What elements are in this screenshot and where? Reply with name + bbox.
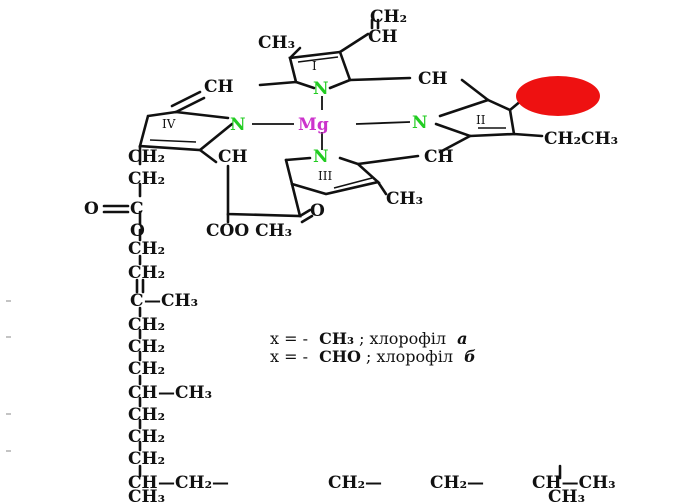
vinyl-ch2-label: CH₂ [370, 7, 407, 27]
phytyl-ch2-1: CH₂ [128, 239, 165, 259]
phytyl-ch2-5: CH₂ [128, 337, 165, 357]
edge-ticks [6, 300, 11, 452]
ring-four-ch-label: CH [218, 147, 248, 167]
legend-a-letter: a [457, 329, 467, 348]
nitrogen-ring-one: N [313, 79, 329, 99]
chain-bonds [102, 144, 562, 480]
ring-four-label: IV [162, 117, 176, 131]
methyl-ring-three-label: CH₃ [386, 189, 423, 209]
terminal-ch3-right: CH₃ [548, 487, 585, 503]
nitrogen-ring-three: N [313, 147, 329, 167]
methyl-top-label: CH₃ [258, 33, 295, 53]
phytyl-ch-11: CH [128, 473, 158, 493]
ethyl-label: CH₂CH₃ [544, 129, 618, 149]
phytyl-methyl-7: —CH₃ [158, 383, 212, 403]
ketone-oxygen-label: O [310, 201, 325, 221]
legend-b-group: CHO [319, 347, 361, 366]
legend-a-mid: ; хлорофіл [359, 329, 446, 348]
tail-ch2-3: CH₂— [430, 473, 484, 493]
tail-ch2-2: CH₂— [328, 473, 382, 493]
nitrogen-ring-four: N [230, 115, 246, 135]
phytyl-ch2-6: CH₂ [128, 359, 165, 379]
phytyl-ch-7: CH [128, 383, 158, 403]
phytyl-methyl-3: —CH₃ [144, 291, 198, 311]
magnesium-atom: Mg [298, 115, 329, 135]
ester-group-label: COO CH₃ [206, 221, 292, 241]
chain-ch2-2: CH₂ [128, 169, 165, 189]
phytyl-ch2-9: CH₂ [128, 427, 165, 447]
terminal-ch3-left: CH₃ [128, 487, 165, 503]
legend: x = - CH₃ ; хлорофіл a x = - CHO ; хлоро… [270, 329, 476, 366]
ring-two-label: II [476, 113, 486, 127]
phytyl-ch2-8: CH₂ [128, 405, 165, 425]
legend-a-prefix: x = - [270, 329, 308, 348]
phytyl-c-3: C [130, 291, 144, 311]
mg-coordination [252, 96, 411, 150]
ring-bonds [138, 18, 544, 224]
legend-b-letter: б [464, 347, 476, 366]
substituent-x-marker [516, 76, 600, 116]
ester-oxygen: O [130, 221, 145, 241]
legend-a-group: CH₃ [319, 329, 354, 348]
legend-line-a: x = - CH₃ ; хлорофіл a [270, 329, 468, 348]
structure-labels: CH₂ CH CH₃ I N CH CH IV N Mg N II CH₂CH₃… [84, 7, 618, 503]
phytyl-ch2-4: CH₂ [128, 315, 165, 335]
vinyl-ch-label: CH [368, 27, 398, 47]
tail-ch-methyl: CH—CH₃ [532, 473, 616, 493]
carbonyl-oxygen: O [84, 199, 99, 219]
chain-ch2-1: CH₂ [128, 147, 165, 167]
ring-three-label: III [318, 169, 332, 183]
carbonyl-carbon: C [130, 199, 144, 219]
methine-bottom-label: CH [424, 147, 454, 167]
legend-b-prefix: x = - [270, 347, 308, 366]
phytyl-ch2-2: CH₂ [128, 263, 165, 283]
ring-one-label: I [312, 59, 317, 73]
legend-b-mid: ; хлорофіл [366, 347, 453, 366]
methine-left-label: CH [204, 77, 234, 97]
methine-right-label: CH [418, 69, 448, 89]
phytyl-ch2-10: CH₂ [128, 449, 165, 469]
legend-line-b: x = - CHO ; хлорофіл б [270, 347, 476, 366]
nitrogen-ring-two: N [412, 113, 428, 133]
tail-ch2-1: —CH₂— [158, 473, 229, 493]
